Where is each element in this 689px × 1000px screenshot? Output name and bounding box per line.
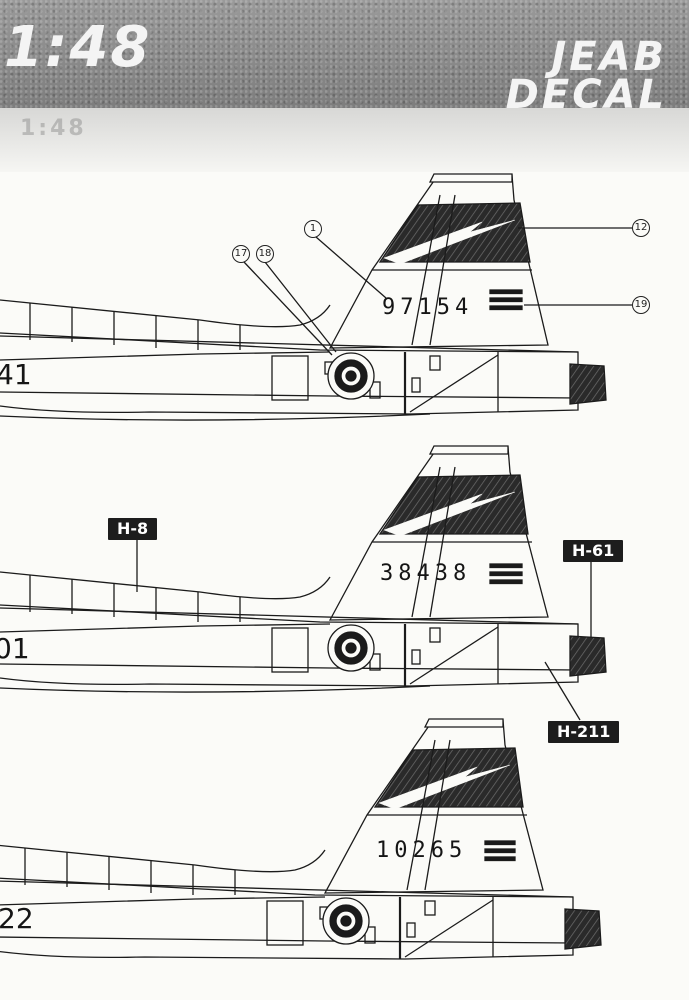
aircraft-3 — [0, 718, 602, 960]
callout-12: 12 — [632, 219, 650, 237]
serial-number-1: 97154 — [382, 295, 474, 320]
ghost-scale-text: 1:48 — [20, 116, 87, 141]
serial-number-2: 38438 — [380, 561, 472, 586]
callout-17: 17 — [232, 245, 250, 263]
label-h211: H-211 — [548, 721, 620, 743]
nose-number-1: 41 — [0, 358, 32, 391]
scale-label: 1:48 — [4, 15, 152, 80]
lightning-bolt — [383, 219, 516, 265]
label-h61: H-61 — [563, 540, 624, 562]
exhaust-nozzle — [569, 363, 607, 405]
callout-18: 18 — [256, 245, 274, 263]
aircraft-1 — [0, 173, 632, 421]
nose-number-3: 22 — [0, 902, 34, 935]
label-h8: H-8 — [108, 518, 158, 540]
aircraft-2 — [0, 445, 607, 721]
header-subband — [0, 108, 689, 172]
serial-number-3: 10265 — [376, 838, 468, 863]
callout-19: 19 — [632, 296, 650, 314]
callout-1: 1 — [304, 220, 322, 238]
nose-number-2: 01 — [0, 632, 30, 665]
